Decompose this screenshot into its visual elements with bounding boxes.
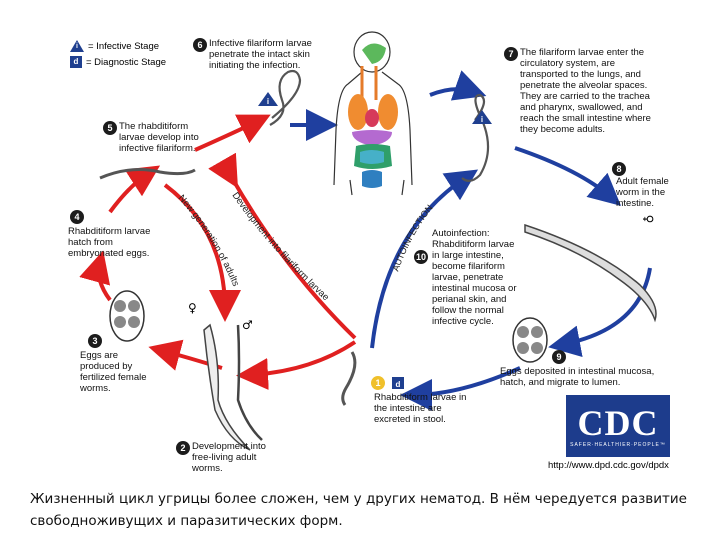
legend-diagnostic-label: = Diagnostic Stage [86, 56, 167, 68]
arrow-development-filariform [208, 152, 357, 340]
female-symbol-icon: ♀ [188, 301, 197, 315]
step-badge-4: 4 [70, 210, 84, 224]
svg-text:i: i [481, 115, 483, 124]
step-text-5: The rhabditiform larvae develop into inf… [119, 121, 199, 154]
step-text-3: Eggs are produced by fertilized female w… [80, 350, 147, 394]
step-text-6: Infective filariform larvae penetrate th… [209, 38, 312, 71]
arrow-5-to-6 [194, 114, 271, 152]
arrow-new-generation [163, 183, 241, 322]
step-text-7: The filariform larvae enter the circulat… [520, 47, 651, 135]
cdc-url-link[interactable]: http://www.dpd.cdc.gov/dpdx [548, 460, 669, 471]
legend-diagnostic: d = Diagnostic Stage [70, 56, 166, 68]
step-badge-1: 1 [371, 376, 385, 390]
diagnostic-stage-icon: d [70, 56, 82, 68]
step-text-9: Eggs deposited in intestinal mucosa, hat… [500, 366, 655, 388]
arrow-4-to-5 [108, 165, 161, 214]
step-text-4: Rhabditiform larvae hatch from embryonat… [68, 226, 151, 259]
svg-text:i: i [267, 97, 269, 106]
step-badge-2: 2 [176, 441, 190, 455]
arrow-8-to-9 [548, 267, 652, 358]
step-text-1: Rhabditiform larvae in the intestine are… [374, 392, 467, 425]
slide-caption: Жизненный цикл угрицы более сложен, чем … [30, 491, 687, 529]
step-badge-6: 6 [193, 38, 207, 52]
svg-text:d: d [396, 380, 401, 389]
filariform-larva-7 [461, 93, 490, 182]
male-symbol-icon: ♂ [242, 318, 253, 332]
step-text-2: Development into free-living adult worms… [192, 441, 266, 474]
arc-label-autoinfection: AUTOINFECTION [390, 203, 434, 273]
free-living-male-2 [236, 324, 263, 441]
step-badge-10: 10 [414, 250, 428, 264]
legend-infective: i = Infective Stage [70, 40, 159, 52]
step-text-10: Autoinfection: Rhabditiform larvae in la… [432, 228, 517, 327]
step-text-8: Adult female worm in the intestine. [616, 176, 669, 209]
rhabditiform-larva-1 [341, 351, 357, 406]
filariform-larva-6 [269, 69, 302, 126]
arrow-7-to-8 [514, 146, 622, 206]
human-host-figure [333, 31, 413, 196]
egg-9 [512, 317, 548, 363]
arrow-autoinfection [370, 169, 479, 349]
step-badge-5: 5 [103, 121, 117, 135]
arrow-3-to-4 [79, 250, 112, 302]
infective-marker-6: i [258, 92, 278, 106]
step-badge-7: 7 [504, 47, 518, 61]
step-badge-8: 8 [612, 162, 626, 176]
arc-label-new-generation: New generation of adults [176, 193, 241, 288]
adult-female-worm-8 [524, 223, 657, 323]
infective-marker-7: i [472, 110, 492, 124]
legend-infective-label: = Infective Stage [88, 40, 160, 52]
female-symbol-8-icon: ♀ [641, 214, 656, 224]
arrow-host-to-7 [429, 70, 487, 101]
embryonated-egg-3 [109, 290, 145, 342]
cdc-logo-text: CDC [577, 403, 659, 443]
rhabditiform-larva-5 [99, 168, 196, 180]
infective-stage-icon: i [70, 40, 84, 52]
step-badge-3: 3 [88, 334, 102, 348]
arc-label-development: Development into filariform larvae [229, 190, 331, 303]
arrow-1-to-2 [236, 340, 357, 391]
step-badge-9: 9 [552, 350, 566, 364]
cdc-logo: CDC SAFER·HEALTHIER·PEOPLE™ [566, 395, 670, 457]
arrow-9-to-1 [400, 366, 521, 411]
free-living-female-2 [203, 323, 251, 451]
cdc-tagline: SAFER·HEALTHIER·PEOPLE™ [570, 442, 666, 448]
diagnostic-marker-1: d [392, 377, 404, 389]
